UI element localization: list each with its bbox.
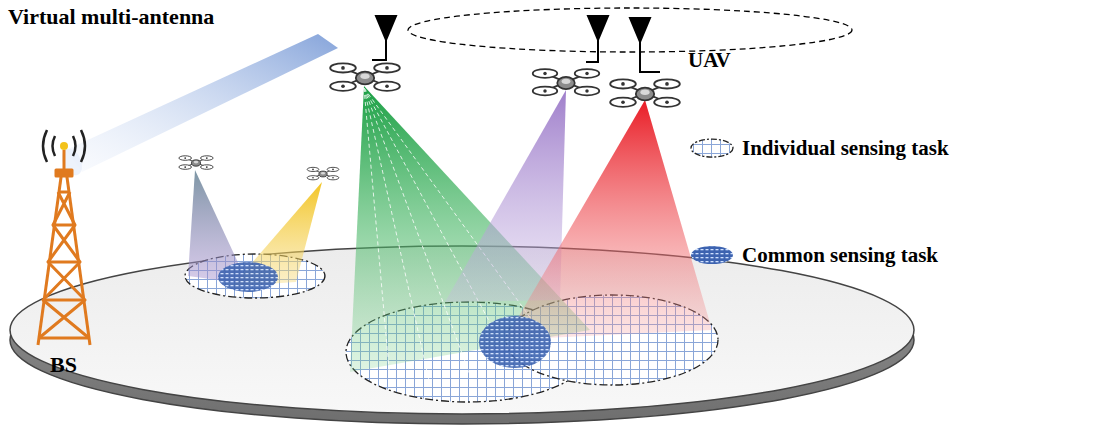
legend-text: Individual sensing task xyxy=(742,136,949,160)
individual-task-icon xyxy=(691,139,733,157)
uav-label: UAV xyxy=(688,48,731,72)
bs-label: BS xyxy=(50,352,77,377)
common-task-icon xyxy=(691,246,733,264)
legend-text: Common sensing task xyxy=(742,243,938,267)
antenna-label: Virtual multi-antenna xyxy=(8,4,214,29)
